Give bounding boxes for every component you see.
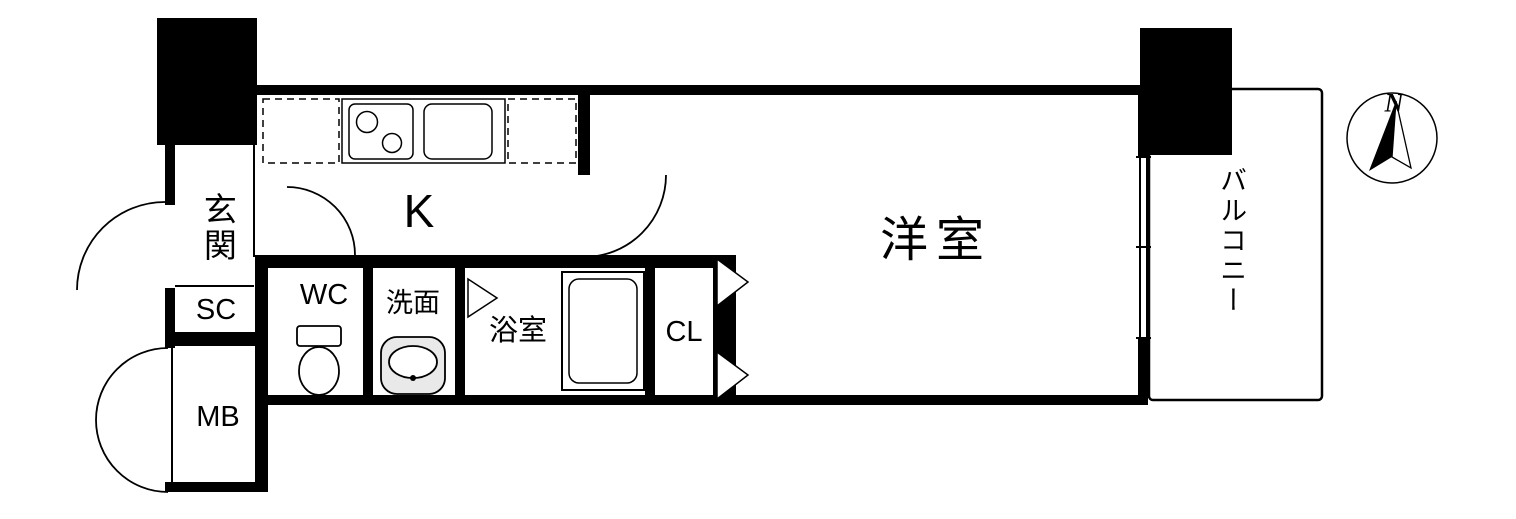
compass-icon [1346, 92, 1438, 184]
room-label-shoe-closet: SC [195, 293, 237, 326]
appliance-space-right [507, 98, 577, 164]
wc-door-arc [286, 186, 356, 256]
wetarea-top-wall [255, 255, 736, 268]
folding-door-icon [716, 257, 750, 401]
stove-icon [348, 103, 414, 160]
bottom-wall [255, 395, 1148, 405]
mb-door-arc-upper [95, 347, 169, 421]
washbasin-icon [380, 336, 446, 395]
entrance-door-arc [76, 201, 166, 291]
left-wall-upper [165, 145, 175, 205]
room-label-balcony: バルコニー [1216, 166, 1247, 316]
room-label-meter-box: MB [196, 400, 240, 433]
column-right-wall [255, 255, 268, 492]
mb-door-arc-lower [95, 419, 169, 493]
kitchen-fixtures [262, 98, 577, 164]
room-label-closet: CL [665, 315, 703, 348]
walls [157, 18, 1232, 492]
wall-bath-closet [645, 268, 655, 395]
room-label-genkan: 玄関 [199, 192, 237, 264]
toilet-icon [296, 325, 342, 396]
balcony-outline [1147, 87, 1324, 402]
door-swing-arcs [76, 174, 667, 493]
room-label-bathroom: 浴室 [488, 314, 548, 347]
kitchen-door-arc [583, 174, 667, 258]
left-wall-mid [165, 288, 175, 348]
right-wall-lower [1138, 338, 1148, 405]
appliance-space-left [262, 98, 340, 164]
compass-north-label: N [1384, 88, 1404, 118]
burner-icon [381, 132, 403, 154]
room-label-wc: WC [299, 278, 349, 311]
room-label-washroom: 洗面 [386, 287, 440, 318]
pillar-top-right [1140, 28, 1232, 155]
pillar-top-left [157, 18, 257, 145]
right-wall-upper [1138, 95, 1148, 157]
bathtub-icon [561, 271, 645, 391]
thin-lines [171, 145, 255, 482]
bottom-left-wall [165, 482, 268, 492]
wall-wc-washroom [363, 268, 373, 395]
bath-door-icon [467, 277, 499, 319]
kitchen-sink-icon [423, 103, 493, 160]
burner-icon [355, 110, 379, 134]
kitchen-divider-wall [578, 95, 590, 175]
room-label-western-room: 洋室 [879, 213, 993, 267]
top-wall [250, 85, 1148, 95]
room-label-kitchen: K [403, 184, 435, 237]
wall-washroom-bath [455, 268, 465, 395]
sc-mb-divider-wall [165, 332, 268, 346]
